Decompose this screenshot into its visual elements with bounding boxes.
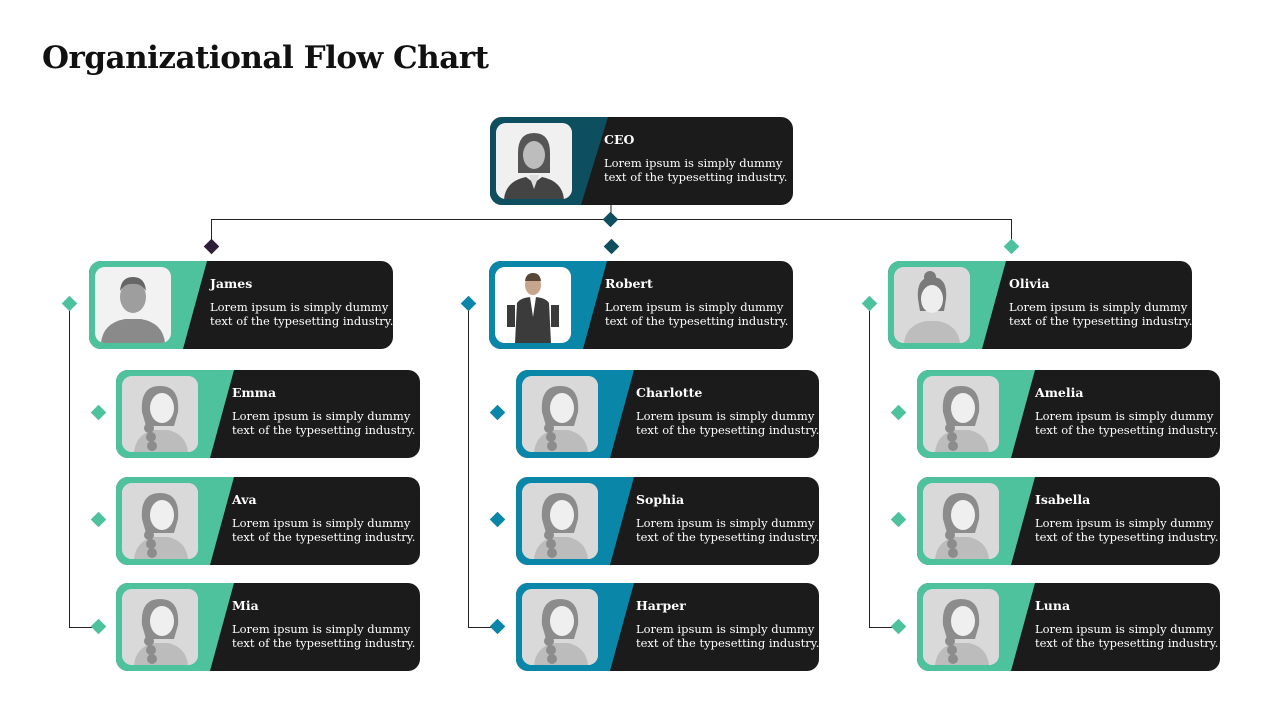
member-name: Amelia [1035,385,1084,400]
member-description: Lorem ipsum is simply dummy text of the … [232,622,416,650]
manager-description: Lorem ipsum is simply dummy text of the … [210,300,393,328]
avatar-woman-braid-icon [923,376,999,452]
manager-description: Lorem ipsum is simply dummy text of the … [605,300,789,328]
avatar-woman-braid-icon [923,483,999,559]
member-name: Harper [636,598,686,613]
member-description: Lorem ipsum is simply dummy text of the … [636,622,819,650]
member-name: Isabella [1035,492,1091,507]
avatar-woman-braid-icon [522,376,598,452]
member-description: Lorem ipsum is simply dummy text of the … [232,516,416,544]
member-card: Isabella Lorem ipsum is simply dummy tex… [917,477,1220,565]
member-description: Lorem ipsum is simply dummy text of the … [1035,516,1219,544]
avatar-woman-braid-icon [923,589,999,665]
ceo-description: Lorem ipsum is simply dummy text of the … [604,156,788,184]
ceo-role: CEO [604,132,635,147]
member-description: Lorem ipsum is simply dummy text of the … [1035,409,1219,437]
member-name: Mia [232,598,259,613]
member-card: Harper Lorem ipsum is simply dummy text … [516,583,819,671]
avatar-woman-braid-icon [522,483,598,559]
member-card: Amelia Lorem ipsum is simply dummy text … [917,370,1220,458]
member-description: Lorem ipsum is simply dummy text of the … [636,516,819,544]
avatar-woman-braid-icon [122,483,198,559]
avatar-man-icon [95,267,171,343]
avatar-woman-icon [894,267,970,343]
member-name: Ava [232,492,257,507]
member-card: Luna Lorem ipsum is simply dummy text of… [917,583,1220,671]
member-name: Emma [232,385,277,400]
member-name: Charlotte [636,385,703,400]
avatar-man-suit-icon [495,267,571,343]
member-name: Sophia [636,492,685,507]
member-name: Luna [1035,598,1071,613]
member-description: Lorem ipsum is simply dummy text of the … [1035,622,1219,650]
member-description: Lorem ipsum is simply dummy text of the … [636,409,819,437]
member-card: Ava Lorem ipsum is simply dummy text of … [116,477,420,565]
avatar-woman-braid-icon [122,589,198,665]
ceo-card: CEO Lorem ipsum is simply dummy text of … [490,117,793,205]
manager-description: Lorem ipsum is simply dummy text of the … [1009,300,1192,328]
manager-name: Robert [605,276,653,291]
member-card: Sophia Lorem ipsum is simply dummy text … [516,477,819,565]
avatar-woman-braid-icon [122,376,198,452]
member-card: Emma Lorem ipsum is simply dummy text of… [116,370,420,458]
member-description: Lorem ipsum is simply dummy text of the … [232,409,416,437]
avatar-woman-braid-icon [522,589,598,665]
member-card: Charlotte Lorem ipsum is simply dummy te… [516,370,819,458]
member-card: Mia Lorem ipsum is simply dummy text of … [116,583,420,671]
avatar-woman-icon [496,123,572,199]
manager-name: Olivia [1009,276,1050,291]
manager-card-robert: Robert Lorem ipsum is simply dummy text … [489,261,793,349]
page-title: Organizational Flow Chart [42,40,489,76]
manager-card-james: James Lorem ipsum is simply dummy text o… [89,261,393,349]
manager-name: James [210,276,253,291]
manager-card-olivia: Olivia Lorem ipsum is simply dummy text … [888,261,1192,349]
